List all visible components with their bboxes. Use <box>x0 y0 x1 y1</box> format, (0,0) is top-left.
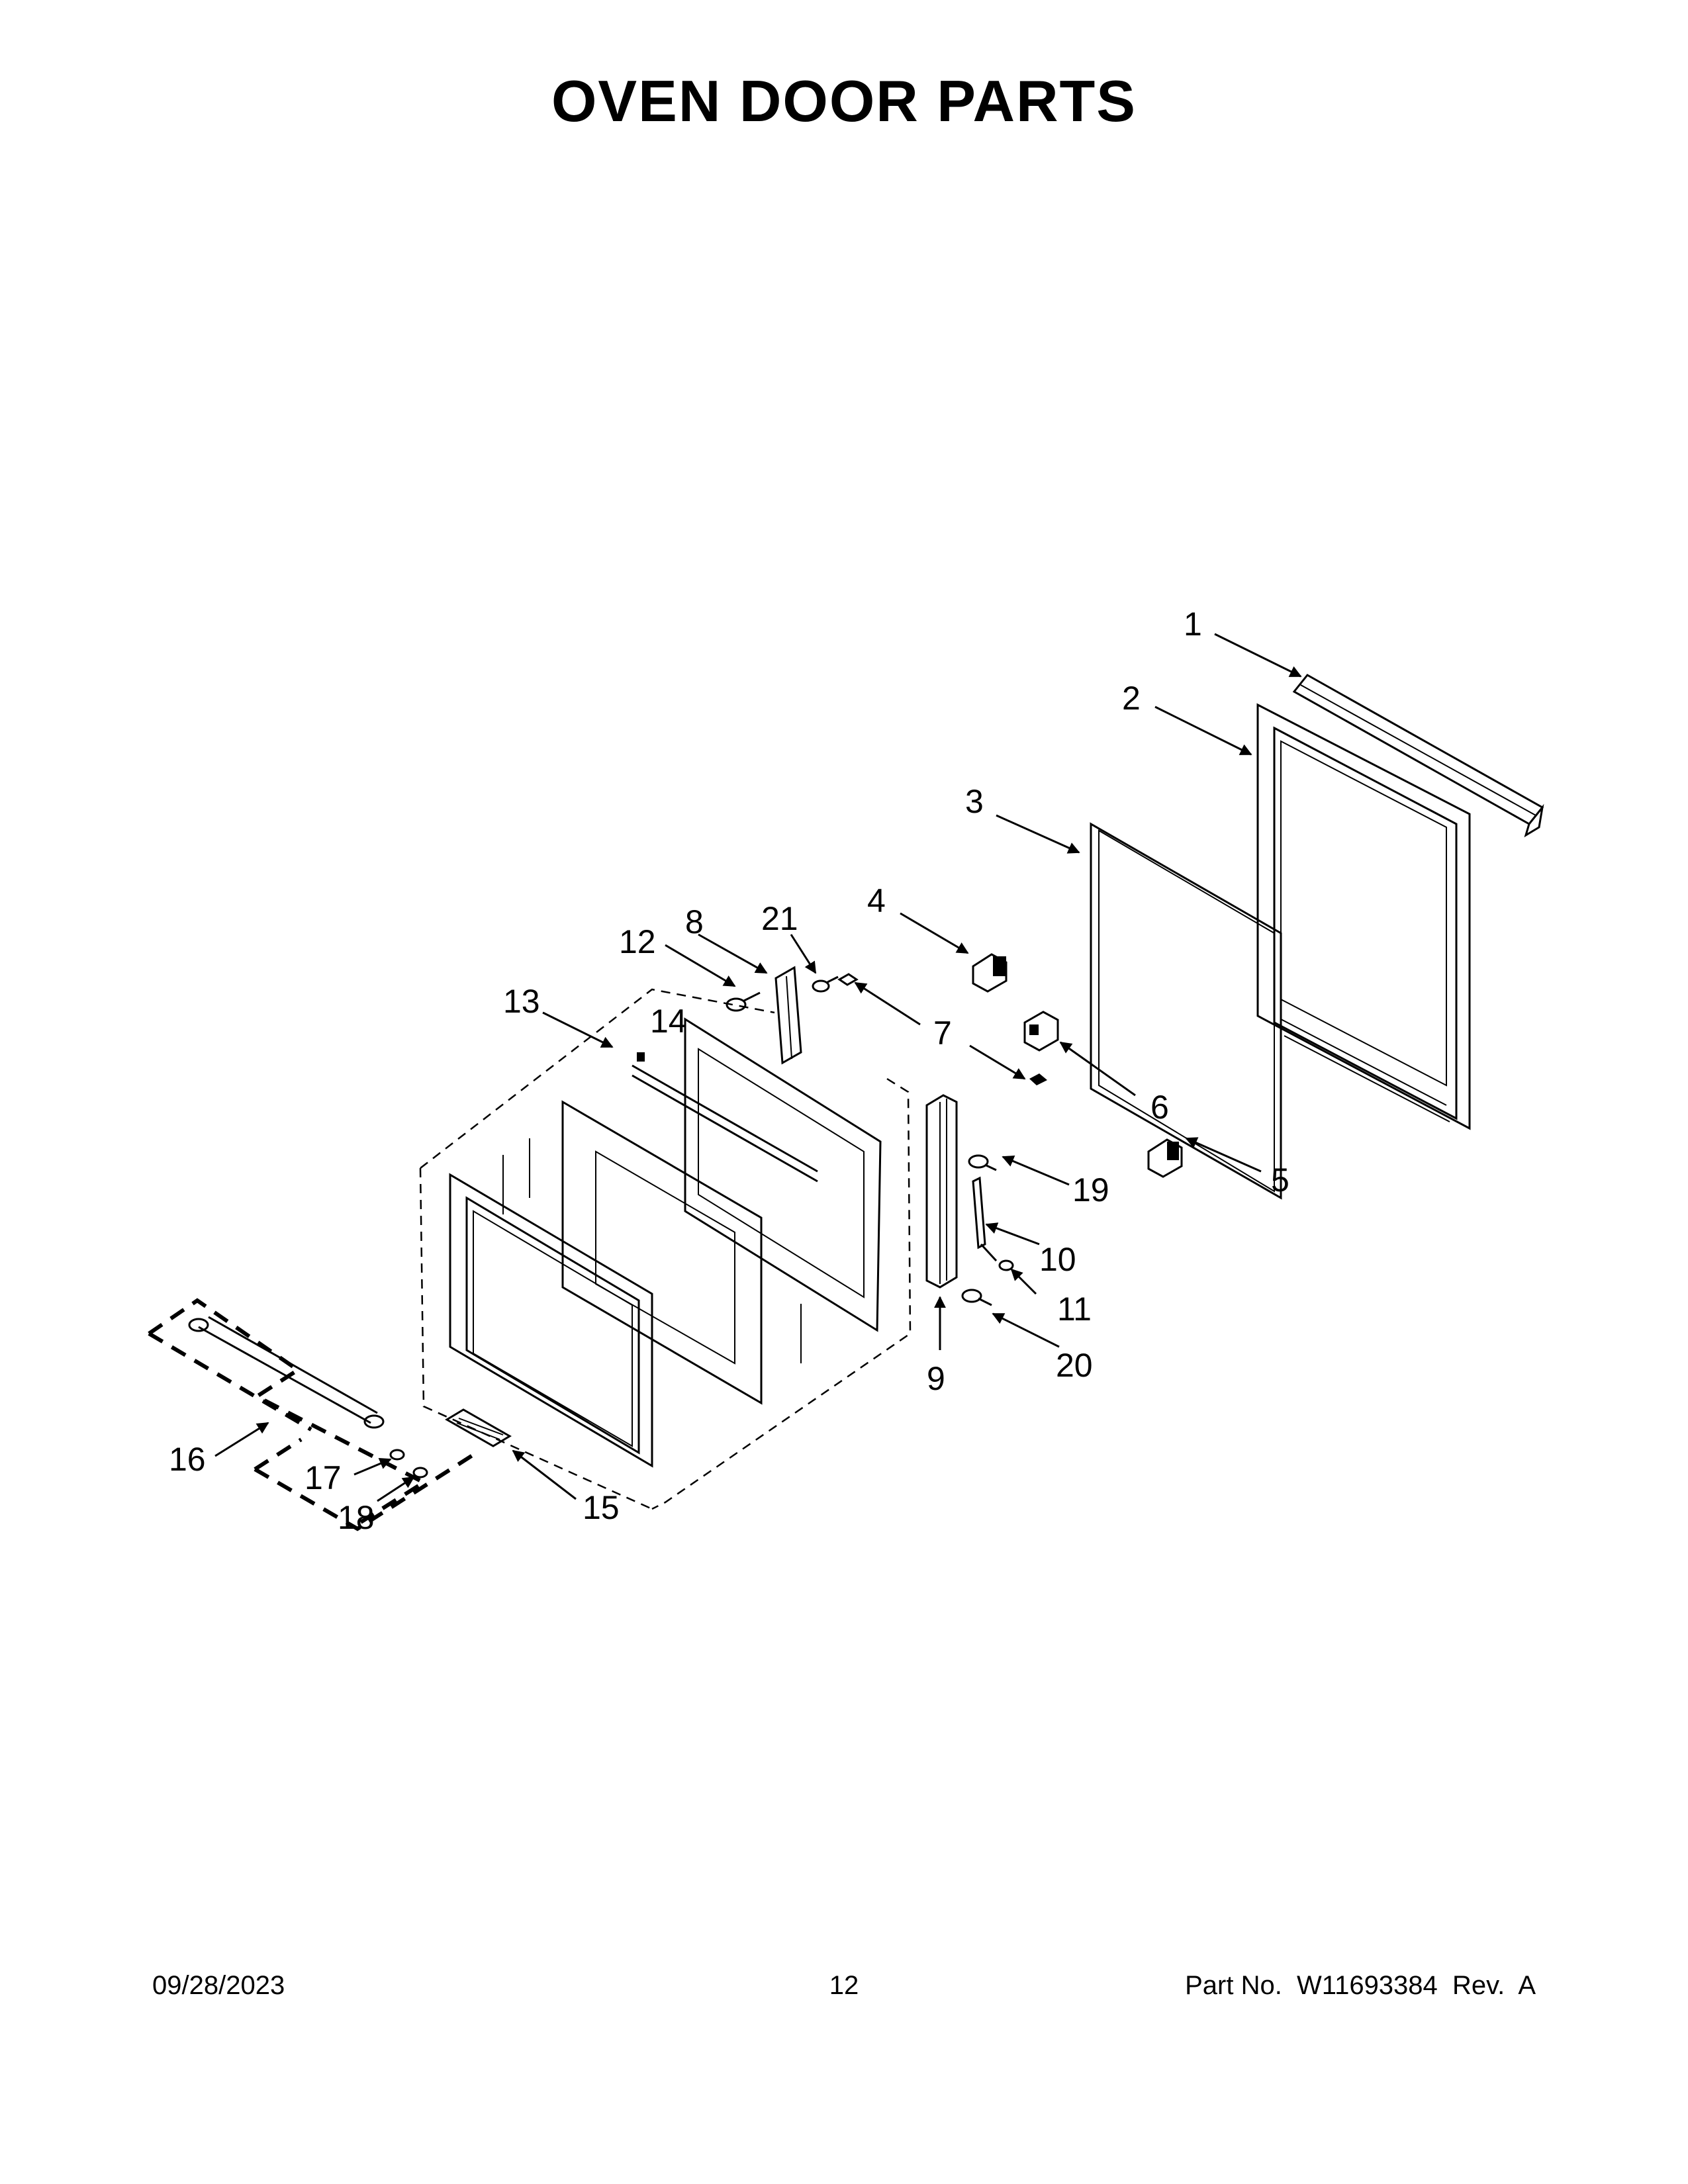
part-20-screw <box>961 1289 992 1306</box>
part-12-screw <box>726 991 761 1012</box>
callout-5: 5 <box>1271 1161 1289 1199</box>
callout-4: 4 <box>867 882 886 919</box>
page-title: OVEN DOOR PARTS <box>551 68 1137 134</box>
part-1-top-trim <box>1292 674 1544 838</box>
part-10-hinge-arm <box>972 1176 998 1262</box>
part-14-inner-liner <box>632 1017 882 1332</box>
part-21-screw <box>812 976 839 993</box>
callout-19: 19 <box>1072 1171 1109 1208</box>
callout-18: 18 <box>338 1499 375 1536</box>
part-11-screw <box>998 1259 1014 1271</box>
outer-door-panel <box>449 1173 653 1468</box>
callout-labels: 1 2 3 4 5 6 7 8 9 10 11 12 13 14 15 16 1… <box>169 606 1289 1536</box>
part-16-handle <box>148 1298 428 1524</box>
leader-lines <box>214 633 1302 1502</box>
callout-20: 20 <box>1056 1347 1093 1384</box>
callout-10: 10 <box>1039 1241 1076 1278</box>
callout-6: 6 <box>1150 1089 1169 1126</box>
callout-9: 9 <box>927 1360 945 1397</box>
footer-part-number: Part No. W11693384 Rev. A <box>1185 1971 1536 2000</box>
callout-2: 2 <box>1122 680 1141 717</box>
callout-21: 21 <box>761 900 798 937</box>
callout-7: 7 <box>933 1015 952 1052</box>
callout-12: 12 <box>619 923 656 960</box>
callout-1: 1 <box>1184 606 1202 643</box>
callout-8: 8 <box>685 903 704 940</box>
part-15-vent <box>445 1408 512 1447</box>
part-2-door-frame <box>1256 703 1471 1130</box>
callout-11: 11 <box>1057 1291 1092 1328</box>
part-7-pads <box>837 973 1047 1085</box>
part-5-clip <box>1147 1138 1183 1178</box>
callout-16: 16 <box>169 1441 206 1478</box>
part-6-bracket <box>1023 1011 1059 1052</box>
footer-page-number: 12 <box>829 1971 859 2000</box>
callout-15: 15 <box>583 1489 620 1526</box>
part-3-glass-panel <box>1090 822 1282 1200</box>
part-4-clip <box>972 953 1008 993</box>
inner-glass-panels <box>502 1100 802 1405</box>
callout-14: 14 <box>650 1003 687 1040</box>
part-13-door-assembly-outline <box>419 988 912 1510</box>
part-9-hinge-rail <box>925 1094 958 1289</box>
part-19-screw <box>968 1154 997 1171</box>
part-8-hinge-bracket <box>774 966 802 1065</box>
footer-date: 09/28/2023 <box>152 1971 285 2000</box>
part-17-18-handle-fasteners <box>254 1437 478 1531</box>
callout-17: 17 <box>305 1459 342 1496</box>
callout-13: 13 <box>503 983 540 1020</box>
callout-3: 3 <box>965 783 984 820</box>
